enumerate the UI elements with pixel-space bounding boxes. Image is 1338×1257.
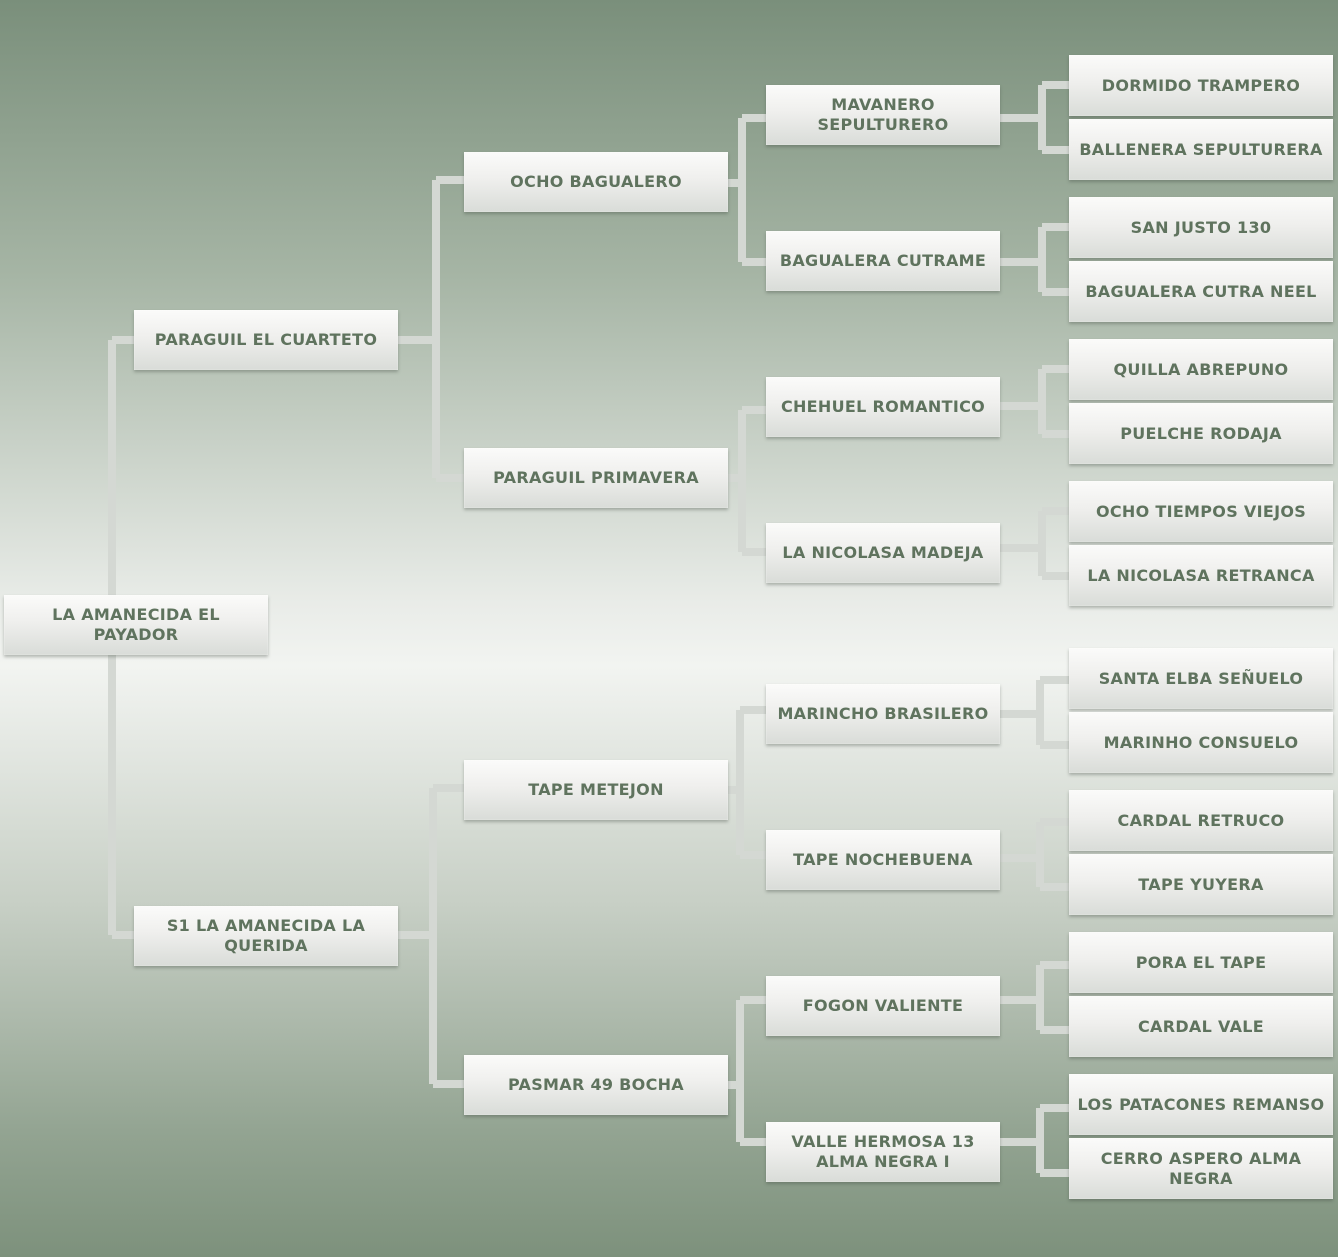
pedigree-great-great-grandparent[interactable]: CERRO ASPERO ALMA NEGRA: [1069, 1138, 1333, 1199]
pedigree-great-great-grandparent[interactable]: BALLENERA SEPULTURERA: [1069, 119, 1333, 180]
great-great-grandparent-name: MARINHO CONSUELO: [1103, 732, 1299, 752]
connector-gp4: [727, 996, 768, 1146]
pedigree-great-great-grandparent[interactable]: BAGUALERA CUTRA NEEL: [1069, 261, 1333, 322]
great-grandparent-name: MARINCHO BRASILERO: [777, 704, 989, 723]
great-great-grandparent-name: LA NICOLASA RETRANCA: [1087, 565, 1315, 585]
pedigree-great-great-grandparent[interactable]: LA NICOLASA RETRANCA: [1069, 545, 1333, 606]
dam-name: S1 LA AMANECIDA LA QUERIDA: [166, 916, 366, 955]
great-great-grandparent-name: TAPE YUYERA: [1138, 874, 1264, 894]
pedigree-dam-sire[interactable]: TAPE METEJON: [464, 760, 728, 820]
great-grandparent-name: LA NICOLASA MADEJA: [782, 543, 984, 562]
pedigree-great-grandparent[interactable]: BAGUALERA CUTRAME: [766, 231, 1000, 291]
pedigree-great-great-grandparent[interactable]: PORA EL TAPE: [1069, 932, 1333, 993]
pedigree-sire[interactable]: PARAGUIL EL CUARTETO: [134, 310, 398, 370]
pedigree-great-grandparent[interactable]: MARINCHO BRASILERO: [766, 684, 1000, 744]
pedigree-great-great-grandparent[interactable]: TAPE YUYERA: [1069, 854, 1333, 915]
connector-ggp3: [1000, 365, 1070, 438]
pedigree-dam-dam[interactable]: PASMAR 49 BOCHA: [464, 1055, 728, 1115]
pedigree-great-grandparent[interactable]: LA NICOLASA MADEJA: [766, 523, 1000, 583]
great-great-grandparent-name: BAGUALERA CUTRA NEEL: [1085, 281, 1317, 301]
sire-name: PARAGUIL EL CUARTETO: [154, 330, 378, 349]
dam-sire-name: TAPE METEJON: [528, 780, 664, 799]
connector-ggp8: [1000, 1104, 1070, 1177]
great-great-grandparent-name: LOS PATACONES REMANSO: [1077, 1094, 1325, 1114]
pedigree-great-great-grandparent[interactable]: CARDAL VALE: [1069, 996, 1333, 1057]
pedigree-sire-sire[interactable]: OCHO BAGUALERO: [464, 152, 728, 212]
pedigree-great-great-grandparent[interactable]: SANTA ELBA SEÑUELO: [1069, 648, 1333, 709]
sire-sire-name: OCHO BAGUALERO: [510, 172, 682, 191]
great-great-grandparent-name: SANTA ELBA SEÑUELO: [1098, 668, 1304, 688]
great-great-grandparent-name: PUELCHE RODAJA: [1120, 423, 1282, 443]
great-grandparent-name: BAGUALERA CUTRAME: [779, 251, 987, 270]
great-grandparent-name: TAPE NOCHEBUENA: [793, 850, 973, 869]
subject-name: LA AMANECIDA EL PAYADOR: [52, 605, 220, 644]
pedigree-sire-dam[interactable]: PARAGUIL PRIMAVERA: [464, 448, 728, 508]
pedigree-great-great-grandparent[interactable]: SAN JUSTO 130: [1069, 197, 1333, 258]
connector-ggp7: [1000, 961, 1070, 1034]
great-grandparent-name: VALLE HERMOSA 13 ALMA NEGRA I: [791, 1132, 975, 1171]
pedigree-great-grandparent[interactable]: MAVANERO SEPULTURERO: [766, 85, 1000, 145]
pedigree-great-grandparent[interactable]: CHEHUEL ROMANTICO: [766, 377, 1000, 437]
great-great-grandparent-name: SAN JUSTO 130: [1130, 217, 1272, 237]
great-great-grandparent-name: BALLENERA SEPULTURERA: [1079, 139, 1323, 159]
great-great-grandparent-name: CERRO ASPERO ALMA NEGRA: [1100, 1148, 1302, 1188]
pedigree-great-grandparent[interactable]: VALLE HERMOSA 13 ALMA NEGRA I: [766, 1122, 1000, 1182]
connector-ggp4: [1000, 507, 1070, 580]
great-grandparent-name: CHEHUEL ROMANTICO: [780, 397, 986, 416]
pedigree-great-great-grandparent[interactable]: PUELCHE RODAJA: [1069, 403, 1333, 464]
connector-dam-grandparents: [398, 784, 466, 1088]
great-great-grandparent-name: OCHO TIEMPOS VIEJOS: [1095, 501, 1307, 521]
pedigree-subject[interactable]: LA AMANECIDA EL PAYADOR: [4, 595, 268, 655]
connector-sire-grandparents: [398, 176, 466, 482]
connector-ggp6: [1000, 818, 1070, 891]
pedigree-great-great-grandparent[interactable]: LOS PATACONES REMANSO: [1069, 1074, 1333, 1135]
connector-gp2: [727, 406, 768, 556]
connector-ggp2: [1000, 223, 1070, 296]
great-grandparent-name: FOGON VALIENTE: [802, 996, 964, 1015]
pedigree-great-great-grandparent[interactable]: MARINHO CONSUELO: [1069, 712, 1333, 773]
dam-dam-name: PASMAR 49 BOCHA: [507, 1075, 684, 1094]
connector-ggp1: [1000, 81, 1070, 154]
great-great-grandparent-name: CARDAL VALE: [1138, 1016, 1264, 1036]
connector-gp3: [727, 706, 768, 859]
pedigree-great-grandparent[interactable]: TAPE NOCHEBUENA: [766, 830, 1000, 890]
great-grandparent-name: MAVANERO SEPULTURERO: [817, 95, 949, 134]
pedigree-great-great-grandparent[interactable]: DORMIDO TRAMPERO: [1069, 55, 1333, 116]
great-great-grandparent-name: CARDAL RETRUCO: [1117, 810, 1285, 830]
great-great-grandparent-name: QUILLA ABREPUNO: [1113, 359, 1289, 379]
sire-dam-name: PARAGUIL PRIMAVERA: [493, 468, 699, 487]
great-great-grandparent-name: DORMIDO TRAMPERO: [1101, 75, 1301, 95]
great-great-grandparent-name: PORA EL TAPE: [1135, 952, 1267, 972]
connector-gp1: [727, 114, 768, 266]
connector-ggp5: [1000, 676, 1070, 749]
pedigree-great-great-grandparent[interactable]: QUILLA ABREPUNO: [1069, 339, 1333, 400]
pedigree-great-grandparent[interactable]: FOGON VALIENTE: [766, 976, 1000, 1036]
pedigree-great-great-grandparent[interactable]: CARDAL RETRUCO: [1069, 790, 1333, 851]
pedigree-great-great-grandparent[interactable]: OCHO TIEMPOS VIEJOS: [1069, 481, 1333, 542]
pedigree-dam[interactable]: S1 LA AMANECIDA LA QUERIDA: [134, 906, 398, 966]
